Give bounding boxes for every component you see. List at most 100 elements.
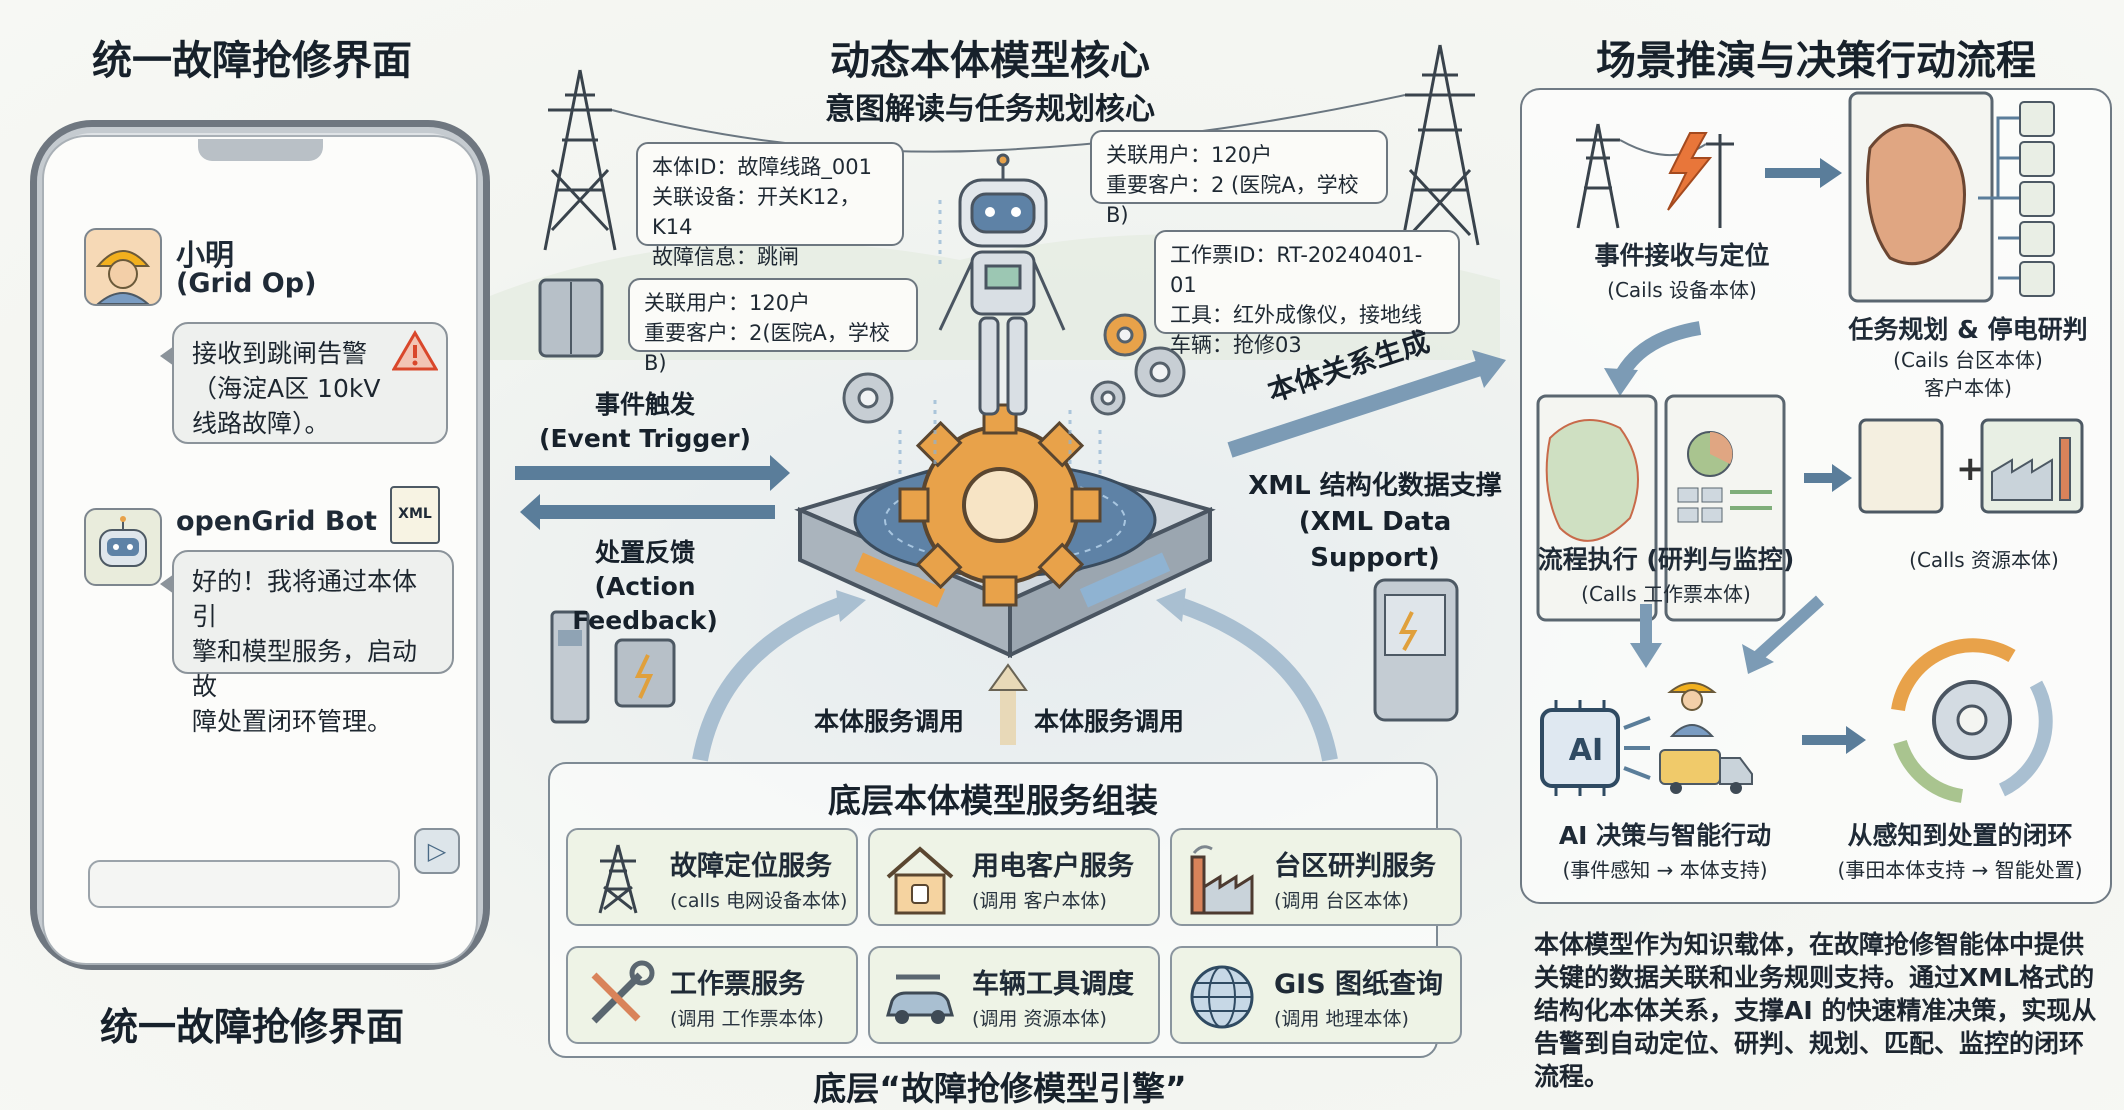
phone-notch [198,139,323,161]
user-name: 小明 [176,238,235,272]
callout-line: 本体ID：故障线路_001 [652,155,872,179]
center-title: 动态本体模型核心 [830,38,1150,84]
label-line: (XML Data Support) [1298,507,1452,573]
warning-icon [392,330,438,371]
step-receive-label: 事件接收与定位 [1594,241,1770,270]
grid-map-icon [1545,419,1639,542]
service-name: 台区研判服务 [1274,851,1436,882]
bot-icon [99,516,147,567]
flow-illustration: + [1536,91,2084,803]
center-subtitle: 意图解读与任务规划核心 [825,92,1155,127]
tower-icon [1576,123,1734,229]
callout-line: 重要客户：2 (医院A，学校B) [1106,173,1359,227]
house-icon [886,846,954,915]
factory-icon [1190,845,1254,915]
label-line: (Action Feedback) [572,572,718,635]
tower-icon [1400,44,1480,246]
cabinet-icon [538,278,604,358]
bot-avatar[interactable] [84,508,162,586]
small-gear-icon [842,313,1186,424]
work-ticket-icon [1858,418,1944,514]
service-card-area-analysis[interactable]: 台区研判服务 (调用 台区本体) [1170,828,1462,926]
message-line: （海淀A区 10kV [192,374,381,403]
message-line: 擎和模型服务，启动故 [192,637,418,701]
tools-icon [591,960,655,1024]
user-avatar[interactable] [84,228,162,306]
callout-line: 工作票ID：RT-20240401-01 [1170,243,1423,297]
svg-text:+: + [1956,449,1985,489]
step-ai-label: AI 决策与智能行动 [1558,821,1772,850]
worker-icon [95,250,151,305]
label-line: XML 结构化数据支撑 [1248,471,1502,501]
tower-icon [598,844,638,914]
callout-line: 重要客户：2(医院A，学校B) [644,321,890,375]
service-name: 车辆工具调度 [972,969,1134,1000]
message-line: 接收到跳闸告警 [192,339,368,368]
bot-message-bubble: 好的！我将通过本体引 擎和模型服务，启动故 障处置闭环管理。 [160,550,454,736]
message-line: 好的！我将通过本体引 [192,567,418,631]
stakeholder-icons [2019,101,2055,297]
service-sub: (调用 资源本体) [972,1008,1107,1030]
tower-icon [543,69,617,251]
car-icon [886,974,954,1024]
service-call-right-label: 本体服务调用 [1034,707,1185,736]
xml-file-icon: XML [390,486,440,544]
callout-line: 关联用户：120户 [1106,143,1273,167]
user-message-bubble: 接收到跳闸告警 （海淀A区 10kV 线路故障）。 [160,322,448,444]
callout-line: 关联设备：开关K12，K14 [652,185,861,239]
service-card-vehicle-dispatch[interactable]: 车辆工具调度 (调用 资源本体) [868,946,1160,1044]
server-cabinet-icon [1373,578,1459,722]
service-sub: (调用 台区本体) [1274,890,1409,912]
action-feedback-label: 处置反馈 (Action Feedback) [520,536,770,638]
send-button[interactable]: ▷ [414,828,460,874]
service-name: 用电客户服务 [972,851,1134,882]
summary-text: 本体模型作为知识载体，在故障抢修智能体中提供关键的数据关联和业务规则支持。通过X… [1534,930,2097,1091]
callout-line: 关联用户：120户 [644,291,811,315]
area-map-icon [1866,123,1966,266]
event-trigger-label: 事件触发 (Event Trigger) [520,388,770,456]
globe-icon [1190,965,1254,1029]
step-sub-line: 客户本体) [1924,376,2012,400]
label-line: 事件触发 [594,390,695,419]
service-sub: (calls 电网设备本体) [670,890,848,912]
left-title: 统一故障抢修界面 [92,38,412,84]
step-receive-sub: (Cails 设备本体) [1607,278,1757,302]
message-line: 线路故障）。 [192,409,330,438]
callout-line: 工具：红外成像仪，接地线 [1170,303,1422,327]
step-loop-sub: (事田本体支持 → 智能处置) [1837,858,2083,882]
callout-line: 故障信息：跳闸 [652,245,799,269]
ai-chip-label: AI [1568,733,1604,768]
service-sub: (调用 工作票本体) [670,1008,824,1030]
service-sub: (调用 地理本体) [1274,1008,1409,1030]
service-card-customer[interactable]: 用电客户服务 (调用 客户本体) [868,828,1160,926]
step-plan-sub: (Cails 台区本体) 客户本体) [1830,346,2106,402]
battery-cabinet-icon [550,610,676,724]
service-name: 工作票服务 [670,969,805,1000]
send-icon: ▷ [427,837,447,865]
service-card-fault-location[interactable]: 故障定位服务 (calls 电网设备本体) [566,828,858,926]
step-execute-sub: (Calls 工作票本体) [1581,582,1751,606]
services-title: 底层本体模型服务组装 [828,781,1158,820]
callout-users-left: 关联用户：120户 重要客户：2(医院A，学校B) [628,278,918,375]
message-line: 障处置闭环管理。 [192,707,393,736]
step-plan-label: 任务规划 & 停电研判 [1848,315,2088,344]
step-ai-sub: (事件感知 → 本体支持) [1562,858,1768,882]
callout-fault-line: 本体ID：故障线路_001 关联设备：开关K12，K14 故障信息：跳闸 [636,142,904,269]
callout-work-ticket: 工作票ID：RT-20240401-01 工具：红外成像仪，接地线 车辆：抢修0… [1154,230,1460,357]
xml-file-label: XML [398,506,432,522]
user-role: (Grid Op) [176,268,317,299]
robot-icon [938,153,1066,416]
service-name: GIS 图纸查询 [1274,969,1444,1000]
callout-line: 车辆：抢修03 [1170,333,1302,357]
xml-support-label: XML 结构化数据支撑 (XML Data Support) [1230,468,1520,576]
service-card-work-ticket[interactable]: 工作票服务 (调用 工作票本体) [566,946,858,1044]
left-title-bottom: 统一故障抢修界面 [100,1005,405,1049]
step-loop-label: 从感知到处置的闭环 [1847,821,2073,850]
chat-input[interactable] [88,860,400,908]
step-resource-sub: (Calls 资源本体) [1909,548,2059,572]
service-call-left-label: 本体服务调用 [814,707,965,736]
label-line: 处置反馈 [594,538,695,567]
service-card-gis[interactable]: GIS 图纸查询 (调用 地理本体) [1170,946,1462,1044]
step-execute-label: 流程执行 (研判与监控) [1537,545,1795,574]
worker-icon [1667,682,1717,737]
